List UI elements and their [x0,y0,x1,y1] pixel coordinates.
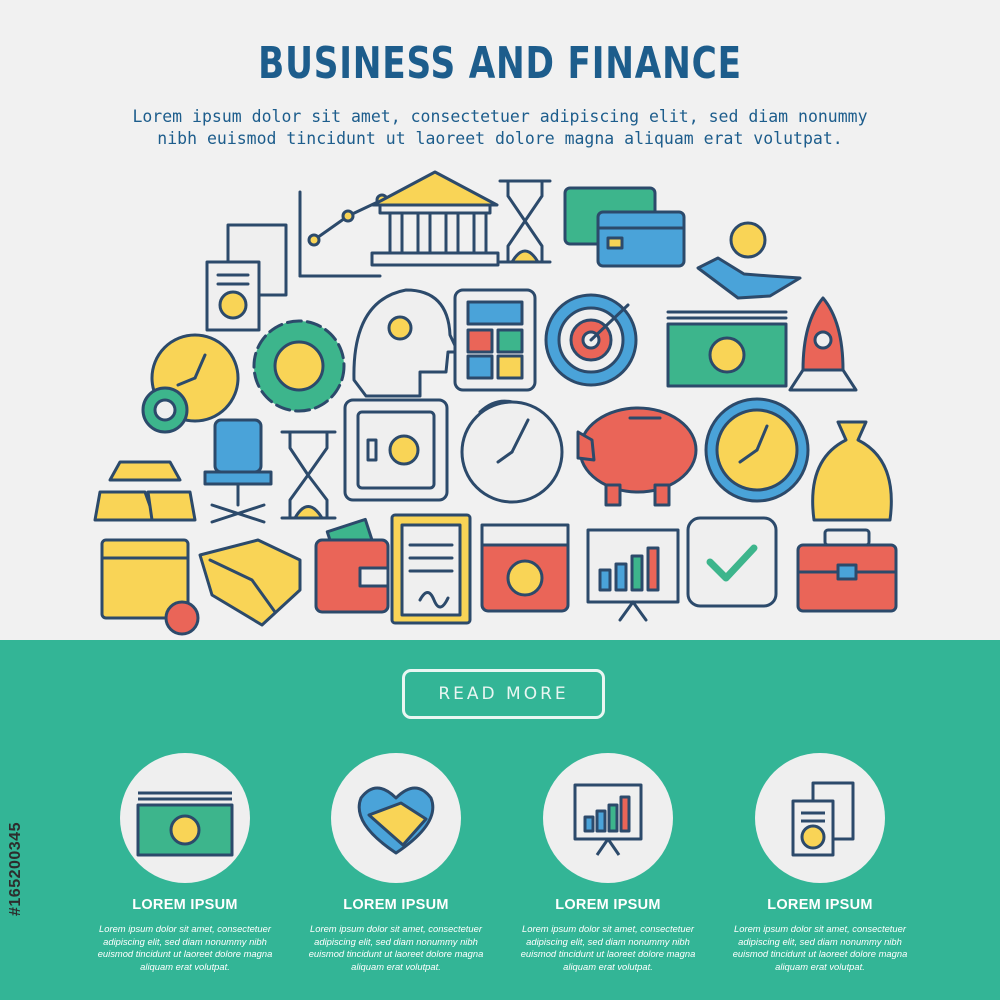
target-icon [544,293,638,387]
head-idea-icon [352,288,460,398]
presentation-chart-icon [573,783,643,856]
presentation-chart-icon [586,528,680,622]
office-chair-icon [203,418,273,524]
dollar-calendar-icon [480,523,570,613]
feature-card: LOREM IPSUM Lorem ipsum dolor sit amet, … [720,753,920,973]
feature-circle [543,753,673,883]
clock-icon [141,333,240,434]
page-title: BUSINESS AND FINANCE [258,38,742,89]
feature-description: Lorem ipsum dolor sit amet, consectetuer… [97,923,273,972]
calendar-icon [100,538,200,636]
feature-circle [755,753,885,883]
feature-circle [331,753,461,883]
rocket-icon [788,296,858,392]
read-more-button[interactable]: READ MORE [402,669,605,719]
money-bag-icon [811,420,893,522]
feature-title: LOREM IPSUM [555,897,661,913]
wallet-icon [314,517,390,614]
piggy-bank-icon [576,406,698,507]
feature-title: LOREM IPSUM [132,897,238,913]
money-stack-icon [136,791,234,857]
safe-icon [343,398,449,502]
feature-card: LOREM IPSUM Lorem ipsum dolor sit amet, … [508,753,708,973]
clock-icon [704,397,810,503]
feature-description: Lorem ipsum dolor sit amet, consectetuer… [308,923,484,972]
bank-icon [370,170,500,267]
feature-title: LOREM IPSUM [767,897,873,913]
hourglass-icon [280,430,337,520]
document-icon [791,781,855,857]
feature-card: LOREM IPSUM Lorem ipsum dolor sit amet, … [85,753,285,973]
money-stack-icon [666,310,788,388]
checkmark-icon [686,516,778,608]
hand-coin-icon [696,221,802,300]
stock-id-label: #165200345 [7,822,24,916]
feature-circle [120,753,250,883]
contract-icon [390,513,472,625]
credit-card-icon [563,186,686,268]
stopwatch-icon [460,399,564,504]
handshake-icon [198,538,302,627]
hourglass-icon [498,179,552,264]
calculator-icon [453,288,537,392]
gear-dollar-icon [252,319,346,413]
icon-illustration [93,170,898,636]
feature-title: LOREM IPSUM [343,897,449,913]
feature-description: Lorem ipsum dolor sit amet, consectetuer… [520,923,696,972]
feature-card: LOREM IPSUM Lorem ipsum dolor sit amet, … [296,753,496,973]
handshake-icon [357,786,435,855]
page-subtitle: Lorem ipsum dolor sit amet, consectetuer… [132,107,868,148]
feature-description: Lorem ipsum dolor sit amet, consectetuer… [732,923,908,972]
document-icon [205,223,288,332]
gold-bars-icon [93,460,197,522]
briefcase-icon [796,528,898,613]
